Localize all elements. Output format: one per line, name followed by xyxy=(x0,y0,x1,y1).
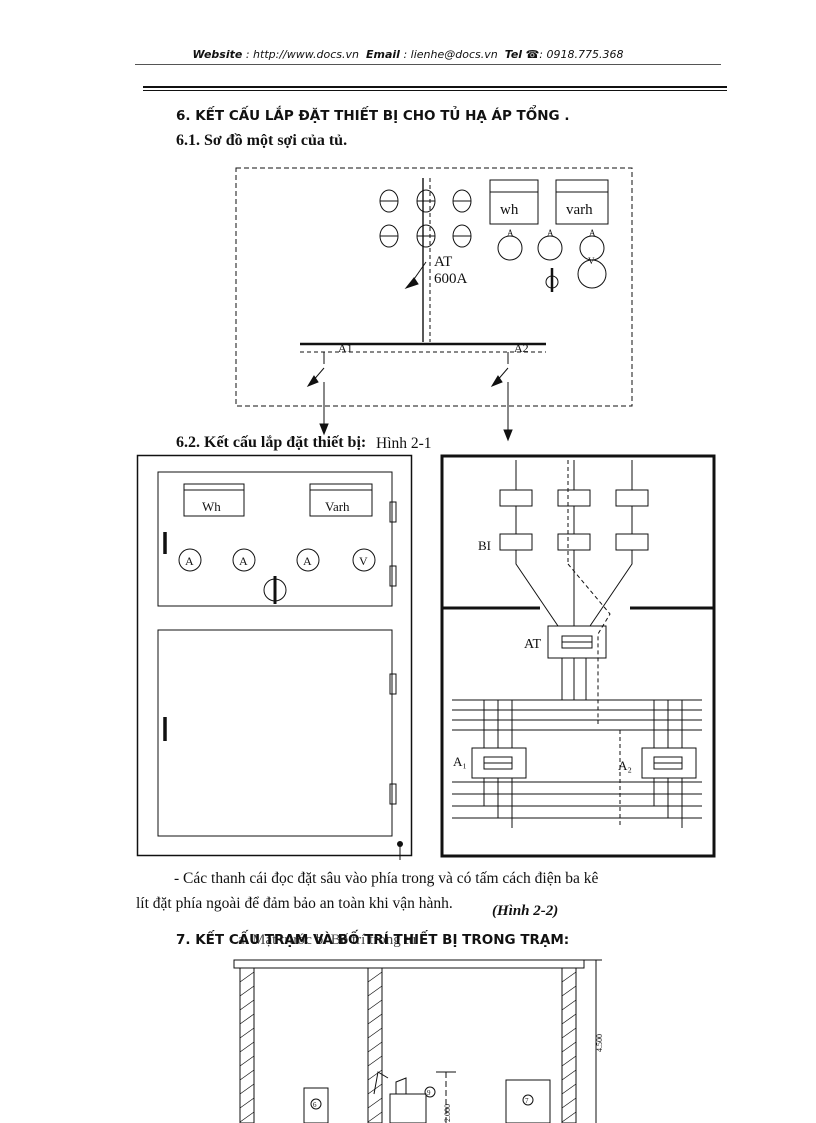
dimension-height: 4.500 xyxy=(595,1034,604,1052)
current-transformers xyxy=(379,189,472,248)
breaker-name: AT xyxy=(434,254,452,270)
breaker-rating: 600A xyxy=(434,271,468,287)
ammeter-label-1: A xyxy=(185,554,194,568)
enclosure-outline xyxy=(235,167,633,407)
tel-value: : 0918.775.368 xyxy=(539,48,624,61)
cabinet-internal-diagram: BI AT A₁ A₂ xyxy=(440,454,716,858)
ammeter-label-3: A xyxy=(589,228,596,238)
feeder-a1-label: A1 xyxy=(338,341,353,355)
feeder-a2-label: A2 xyxy=(514,341,529,355)
ammeter-label-1: A xyxy=(507,228,514,238)
page-header: Website : http://www.docs.vn Email : lie… xyxy=(0,48,816,61)
section-6-1-title: 6.1. Sơ đồ một sợi của tủ. xyxy=(176,132,348,149)
cabinet-front-diagram: Wh Varh A A A V xyxy=(136,454,413,860)
phone-icon: ☎ xyxy=(525,48,540,61)
section-7-title: 7. KẾT CẤU TRẠM VÀ BỐ TRÍ THIẾT BỊ TRONG… xyxy=(176,932,570,948)
section-6-title: 6. KẾT CẤU LẮP ĐẶT THIẾT BỊ CHO TỦ HẠ ÁP… xyxy=(176,108,570,124)
header-rule-thin xyxy=(135,64,721,65)
station-section-diagram: 4.500 2.000 6 9 7 xyxy=(233,959,604,1123)
website-label: Website xyxy=(192,48,243,61)
figure-2-1-caption: Hình 2-1 xyxy=(376,435,432,452)
single-line-diagram: wh varh A A A V AT 600A A1 A2 xyxy=(235,167,633,442)
ammeter-label-2: A xyxy=(239,554,248,568)
callout-9: 9 xyxy=(427,1089,431,1097)
figure-2-2-caption: (Hình 2-2) xyxy=(492,903,559,919)
wh-meter-label: wh xyxy=(500,202,519,218)
a1-label: A₁ xyxy=(453,754,467,769)
website-value: : http://www.docs.vn xyxy=(245,48,360,61)
at-label: AT xyxy=(524,637,542,652)
callout-6: 6 xyxy=(313,1101,317,1109)
ammeter-label-2: A xyxy=(547,228,554,238)
varh-meter-label: Varh xyxy=(325,499,350,514)
paragraph-line-2: lít đặt phía ngoài để đảm bảo an toàn kh… xyxy=(136,895,453,912)
header-rule-double xyxy=(143,86,727,91)
dimension-inner: 2.000 xyxy=(443,1104,452,1122)
a2-label: A₂ xyxy=(618,758,632,773)
paragraph-line-1: - Các thanh cái đọc đặt sâu vào phía tro… xyxy=(174,870,599,887)
voltmeter-label: V xyxy=(359,554,368,568)
callout-7: 7 xyxy=(525,1097,529,1105)
email-value: : lienhe@docs.vn xyxy=(403,48,498,61)
tel-label: Tel xyxy=(504,48,523,61)
varh-meter-label: varh xyxy=(566,202,593,218)
email-label: Email xyxy=(366,48,400,61)
section-6-2-title: 6.2. Kết cấu lắp đặt thiết bị: xyxy=(176,434,367,451)
voltmeter-label: V xyxy=(588,256,595,266)
bi-label: BI xyxy=(478,538,491,553)
figure-sublabels: a. Mặt trước b. Bố trí trong tủ xyxy=(238,932,417,948)
ammeter-label-3: A xyxy=(303,554,312,568)
wh-meter-label: Wh xyxy=(202,499,221,514)
